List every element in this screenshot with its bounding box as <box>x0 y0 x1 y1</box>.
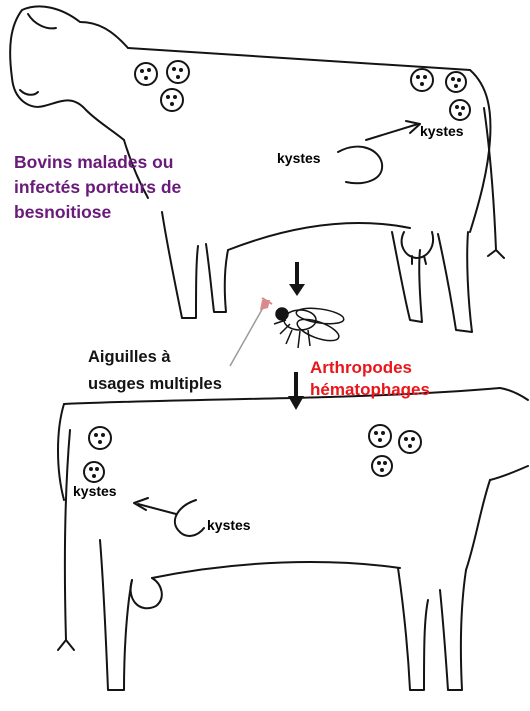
cyst-cluster-lower <box>84 425 421 482</box>
fly-icon <box>274 306 345 348</box>
needle-icon <box>230 298 272 366</box>
transmission-arrow-upper <box>338 121 420 183</box>
infected-cattle-line-1: Bovins malades ou <box>14 150 181 175</box>
cyst-dots-lower <box>89 431 415 478</box>
arthropods-line-2: hématophages <box>310 379 430 401</box>
cyst-label-lower-center: kystes <box>207 517 251 533</box>
infected-cattle-line-3: besnoitiose <box>14 200 181 225</box>
recipient-cow-outline <box>58 388 528 690</box>
infected-cattle-line-2: infectés porteurs de <box>14 175 181 200</box>
needles-label: Aiguilles à usages multiples <box>88 344 222 398</box>
cyst-label-upper-left: kystes <box>277 150 321 166</box>
transmission-arrow-lower <box>134 498 204 536</box>
infected-cattle-label: Bovins malades ou infectés porteurs de b… <box>14 150 181 225</box>
needles-line-2: usages multiples <box>88 371 222 398</box>
down-arrow-icon-1 <box>289 262 305 296</box>
cyst-label-upper-right: kystes <box>420 123 464 139</box>
arthropods-line-1: Arthropodes <box>310 357 430 379</box>
cyst-label-lower-left: kystes <box>73 483 117 499</box>
cyst-cluster-upper <box>135 61 470 120</box>
needles-line-1: Aiguilles à <box>88 344 222 371</box>
arthropods-label: Arthropodes hématophages <box>310 357 430 401</box>
down-arrow-icon-2 <box>288 372 304 410</box>
